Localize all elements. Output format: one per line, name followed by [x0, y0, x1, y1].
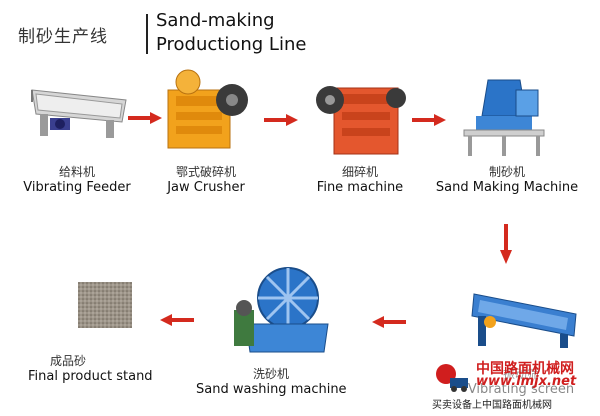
arrow-fine-to-sandmaking — [412, 114, 446, 126]
title-english-line1: Sand-making — [156, 10, 275, 31]
arrow-feeder-to-jaw — [128, 112, 162, 124]
jaw-crusher-label: 鄂式破碎机 Jaw Crusher — [146, 163, 266, 195]
sand-making-machine-label: 制砂机 Sand Making Machine — [432, 163, 582, 195]
sand-pile-icon — [78, 282, 132, 328]
vibrating-feeder-node — [26, 82, 130, 144]
fine-machine-label: 细碎机 Fine machine — [300, 163, 420, 195]
vibrating-feeder-label-en: Vibrating Feeder — [23, 180, 131, 195]
title-divider — [146, 14, 148, 54]
watermark: 中国路面机械网 www.lmjx.net 买卖设备上中国路面机械网 — [432, 356, 598, 414]
vibrating-feeder-icon — [31, 89, 127, 138]
final-product-sand-node — [78, 282, 132, 328]
watermark-site-name: 中国路面机械网 — [476, 361, 574, 377]
vibrating-feeder-label-cn: 给料机 — [58, 165, 95, 179]
jaw-crusher-icon — [167, 69, 248, 149]
sand-making-machine-icon — [463, 79, 545, 156]
sand-washing-machine-node — [228, 264, 332, 356]
vibrating-screen-label-en: Vibrating screen — [467, 382, 575, 397]
sand-washing-machine-icon — [234, 267, 329, 353]
sand-making-machine-label-cn: 制砂机 — [488, 165, 525, 179]
title-english-line2: Productiong Line — [156, 34, 307, 55]
vibrating-feeder-label: 给料机 Vibrating Feeder — [12, 163, 142, 195]
arrow-jaw-to-fine — [264, 114, 298, 126]
final-product-sand-label-en: Final product stand — [28, 369, 153, 384]
final-product-sand-label: 成品砂 Final product stand — [28, 352, 178, 384]
sand-washing-machine-label-cn: 洗砂机 — [252, 367, 289, 381]
sand-making-machine-label-en: Sand Making Machine — [435, 180, 579, 195]
arrow-sandmaking-to-screen — [500, 224, 512, 264]
vibrating-screen-label-cn: 振动筛 — [502, 367, 539, 381]
sand-making-machine-node — [458, 76, 550, 160]
jaw-crusher-label-cn: 鄂式破碎机 — [175, 165, 236, 179]
watermark-logo-icon — [436, 364, 468, 392]
arrow-screen-to-washing — [372, 316, 406, 328]
jaw-crusher-label-en: Jaw Crusher — [167, 180, 245, 195]
arrow-washing-to-product — [160, 314, 194, 326]
sand-washing-machine-label-en: Sand washing machine — [196, 382, 347, 397]
sand-washing-machine-label: 洗砂机 Sand washing machine — [196, 365, 347, 397]
final-product-sand-label-cn: 成品砂 — [50, 354, 87, 368]
vibrating-screen-node — [468, 288, 584, 350]
vibrating-screen-label: 振动筛 Vibrating screen — [456, 365, 586, 397]
jaw-crusher-node — [162, 66, 252, 152]
fine-machine-label-cn: 细碎机 — [341, 165, 378, 179]
watermark-slogan: 买卖设备上中国路面机械网 — [432, 400, 552, 411]
vibrating-screen-icon — [471, 293, 577, 348]
fine-machine-icon — [316, 86, 406, 155]
title-chinese: 制砂生产线 — [18, 27, 108, 47]
watermark-url: www.lmjx.net — [476, 374, 577, 389]
fine-machine-node — [312, 78, 408, 158]
fine-machine-label-en: Fine machine — [316, 180, 404, 195]
